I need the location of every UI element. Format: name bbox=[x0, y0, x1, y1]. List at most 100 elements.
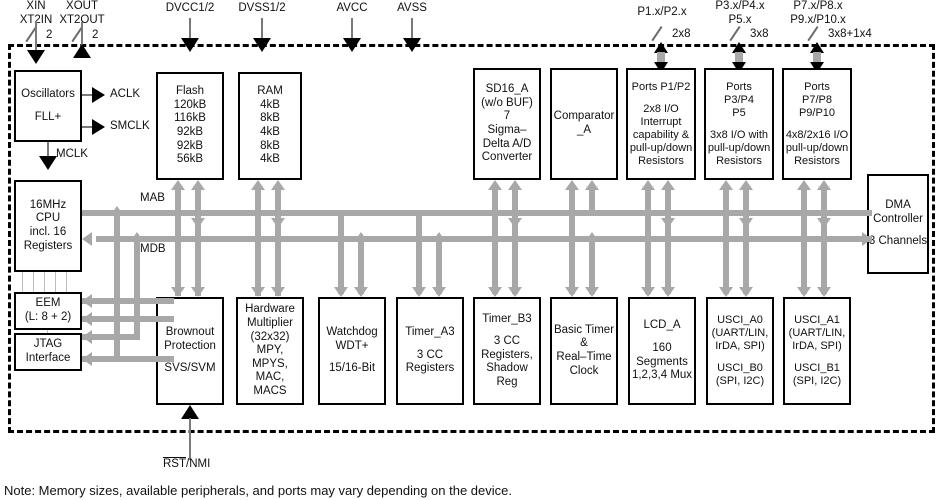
timerb3-bus-down-2 bbox=[512, 216, 518, 294]
comparator-mdb-up bbox=[589, 190, 595, 214]
block-usci-1[interactable]: USCI_A1 (UART/LIN, IrDA, SPI) USCI_B1 (S… bbox=[783, 297, 851, 405]
usci0-line-1: (UART/LIN, bbox=[711, 327, 769, 339]
timera3-line-3: Registers bbox=[405, 362, 455, 375]
pin-width-p3p5: 3x8 bbox=[750, 28, 769, 40]
block-ports-p3-p5[interactable]: Ports P3/P4 P5 3x8 I/O with pull-up/down… bbox=[704, 68, 774, 180]
block-usci-0[interactable]: USCI_A0 (UART/LIN, IrDA, SPI) USCI_B0 (S… bbox=[706, 297, 774, 405]
ports-p3p5-line-5: pull-up/down bbox=[707, 141, 771, 154]
timera3-bus-down-2-arrow bbox=[432, 287, 446, 297]
ram-line-4: 8kB bbox=[260, 139, 280, 152]
cpu-eem-bus-v2-arrow bbox=[130, 232, 144, 242]
mab-bus-line bbox=[82, 210, 872, 216]
flash-mdb-up bbox=[195, 190, 201, 214]
pin-arrow-avss bbox=[403, 38, 421, 52]
timera3-line-2: 3 CC bbox=[416, 348, 444, 361]
nmi-text: /NMI bbox=[186, 458, 211, 470]
ports-p7p10-line-1: P7/P8 bbox=[802, 93, 832, 106]
pin-label-dvcc: DVCC1/2 bbox=[165, 2, 215, 14]
pin-label-p9p10: P9.x/P10.x bbox=[790, 14, 846, 26]
block-ports-p1-p2[interactable]: Ports P1/P2 2x8 I/O Interrupt capability… bbox=[626, 68, 696, 180]
flash-line-5: 56kB bbox=[176, 153, 204, 166]
block-watchdog[interactable]: Watchdog WDT+ 15/16-Bit bbox=[318, 297, 386, 405]
block-hardware-multiplier[interactable]: Hardware Multiplier (32x32) MPY, MPYS, M… bbox=[236, 297, 304, 405]
pin-label-xout: XOUT bbox=[66, 0, 98, 12]
flash-line-1: 120kB bbox=[173, 98, 207, 111]
ports-p3p5-line-6: Resistors bbox=[716, 154, 762, 167]
basictimer-bus-down-1-arrow bbox=[565, 287, 579, 297]
sd16a-mdb-up-arrow bbox=[508, 180, 522, 190]
comparator-mab-up bbox=[569, 190, 575, 214]
ports-p7p10-line-5: pull-up/down bbox=[785, 141, 849, 154]
ram-mab-up-arrow bbox=[251, 180, 265, 190]
block-cpu[interactable]: 16MHz CPU incl. 16 Registers bbox=[14, 180, 82, 272]
port-arrow-up-p7p10 bbox=[810, 42, 824, 53]
block-flash[interactable]: Flash 120kB 116kB 92kB 92kB 56kB bbox=[156, 72, 224, 180]
cpu-eem-link-1 bbox=[22, 272, 24, 292]
timerb3-line-4: Shadow bbox=[486, 362, 528, 375]
pin-label-p3p4: P3.x/P4.x bbox=[715, 0, 765, 12]
flash-line-3: 92kB bbox=[176, 126, 204, 138]
ram-mab-up bbox=[255, 190, 261, 214]
basictimer-bus-down-2 bbox=[589, 242, 595, 294]
block-jtag[interactable]: JTAG Interface bbox=[14, 333, 82, 371]
usci1-line-2: IrDA, SPI) bbox=[792, 340, 842, 352]
lcda-line-2: 160 bbox=[652, 341, 672, 354]
wdt-bus-down-2-arrow bbox=[354, 287, 368, 297]
block-oscillators[interactable]: Oscillators FLL+ bbox=[14, 70, 82, 142]
mdb-arrow-to-cpu-icon bbox=[82, 232, 92, 246]
block-dma-controller[interactable]: DMA Controller 3 Channels bbox=[867, 174, 929, 274]
sd16a-line-1: (w/o BUF) bbox=[481, 96, 533, 109]
port-arrow-down-p3p5 bbox=[732, 62, 746, 73]
block-lcd-a[interactable]: LCD_A 160 Segments 1,2,3,4 Mux bbox=[628, 297, 696, 405]
bus-width-slash-p3p5 bbox=[729, 26, 741, 41]
pin-stem-xout bbox=[81, 22, 83, 56]
sd16a-mab-up-arrow bbox=[488, 180, 502, 190]
block-timer-b3[interactable]: Timer_B3 3 CC Registers, Shadow Reg bbox=[473, 297, 541, 405]
timerb3-bus-down-1 bbox=[492, 216, 498, 294]
port-arrow-up-p1p2 bbox=[654, 42, 668, 53]
p7p10-mab-up bbox=[801, 190, 807, 214]
pin-width-p7p10: 3x8+1x4 bbox=[828, 28, 872, 40]
mab-label: MAB bbox=[140, 192, 165, 204]
aclk-label: ACLK bbox=[110, 88, 141, 100]
usci0-line-4: USCI_B0 bbox=[717, 362, 763, 374]
block-eem[interactable]: EEM (L: 8 + 2) bbox=[14, 292, 82, 330]
ports-p7p10-line-4: 4x8/2x16 I/O bbox=[785, 128, 849, 141]
timerb3-line-5: Reg bbox=[496, 375, 518, 388]
hwmul-line-1: Multiplier bbox=[246, 317, 293, 330]
flash-line-2: 116kB bbox=[174, 112, 206, 125]
usci1-line-1: (UART/LIN, bbox=[788, 327, 846, 339]
timera3-bus-down-2 bbox=[436, 242, 442, 294]
block-ram[interactable]: RAM 4kB 8kB 4kB 8kB 4kB bbox=[238, 72, 302, 180]
block-comparator-a[interactable]: Comparator _A bbox=[550, 68, 618, 180]
p1p2-mab-up-arrow bbox=[641, 180, 655, 190]
comparator-mab-up-arrow bbox=[565, 180, 579, 190]
pin-label-dvss: DVSS1/2 bbox=[238, 2, 286, 14]
rst-nmi-label: RST/NMI bbox=[163, 458, 210, 471]
pin-label-xin: XIN bbox=[26, 0, 46, 12]
cpu-line-1: CPU bbox=[35, 212, 61, 225]
pin-label-avss: AVSS bbox=[397, 2, 427, 14]
hwmul-stub-2 bbox=[275, 288, 281, 296]
block-ports-p7-p10[interactable]: Ports P7/P8 P9/P10 4x8/2x16 I/O pull-up/… bbox=[782, 68, 852, 180]
eem-bus-h2b bbox=[82, 316, 138, 322]
wdt-bus-down-2 bbox=[358, 242, 364, 294]
usci1-line-0: USCI_A1 bbox=[794, 314, 840, 326]
usci1-bus-down-2-arrow bbox=[817, 287, 831, 297]
ports-p7p10-line-0: Ports bbox=[804, 80, 830, 93]
smclk-arrow-icon bbox=[92, 119, 105, 135]
ports-p1p2-line-6: Resistors bbox=[638, 154, 684, 167]
basictimer-line-3: Clock bbox=[569, 364, 599, 377]
brownout-line-1: Protection bbox=[164, 339, 216, 352]
block-sd16a[interactable]: SD16_A (w/o BUF) 7 Sigma– Delta A/D Conv… bbox=[473, 68, 541, 180]
pin-stem-xin bbox=[35, 22, 37, 56]
pin-label-p1p2: P1.x/P2.x bbox=[637, 6, 687, 18]
block-timer-a3[interactable]: Timer_A3 3 CC Registers bbox=[396, 297, 464, 405]
block-brownout-protection[interactable]: Brownout Protection SVS/SVM bbox=[156, 297, 224, 405]
sd16a-line-5: Converter bbox=[481, 151, 533, 164]
comparator-mdb-up-arrow bbox=[585, 180, 599, 190]
block-basic-timer[interactable]: Basic Timer & Real–Time Clock bbox=[550, 297, 618, 405]
sd16a-mdb-up bbox=[512, 190, 518, 214]
sd16a-line-2: 7 bbox=[503, 110, 511, 123]
